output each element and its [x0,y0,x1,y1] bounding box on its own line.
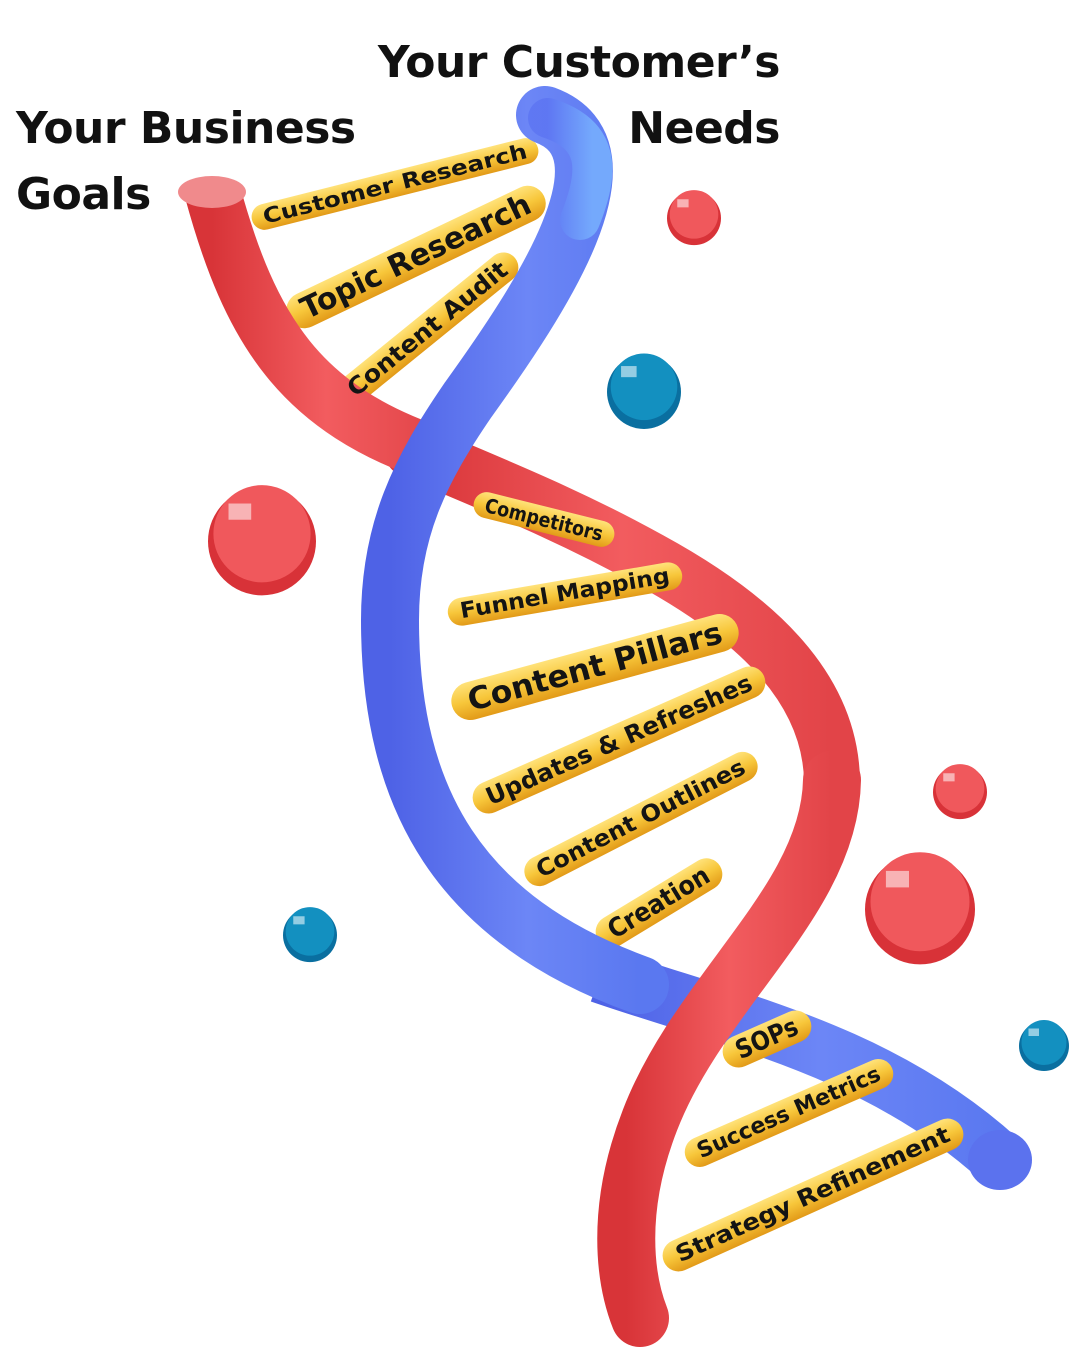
customer-needs-heading-line1: Your Customer’s [377,37,781,88]
blue-bubble-highlight [621,366,637,378]
rung-bar [595,858,723,948]
rung-bar [524,751,758,887]
customer-needs-heading: Your Customer’s Needs [340,30,781,162]
red-bubble-highlight [885,870,909,888]
blue-bubble-highlight [1028,1028,1039,1036]
blue-bubble-body [1021,1020,1067,1065]
business-goals-strand-back [384,422,860,808]
business-goals-heading-line2: Goals [16,169,151,220]
rung-bar [451,613,739,721]
rung-bar [447,562,683,626]
red-bubble-highlight [943,773,955,782]
rung-bar [662,1118,964,1272]
rung-bar [251,138,539,230]
red-bubble-highlight [228,503,252,520]
business-goals-heading: Your Business Goals [16,96,356,228]
blue-bubble-highlight [293,916,305,925]
red-bubble-highlight [677,199,689,208]
red-bubble-body [213,485,311,583]
customer-needs-heading-line2: Needs [628,103,780,154]
rung-bar [472,666,766,814]
rung-bar [286,185,546,329]
business-strand-end-cap [178,176,246,208]
red-bubble-body [669,190,719,239]
blue-bubble-body [610,353,678,421]
business-goals-strand-top [184,182,449,483]
business-goals-strand-bottom [597,751,861,1347]
blue-bubble-body [285,907,335,956]
rungs [251,138,964,1272]
customer-strand-highlight [528,98,613,240]
rung-label: Success Metrics [693,1062,884,1164]
rung-bar [722,1010,812,1068]
red-bubble-body [935,764,985,813]
business-goals-heading-line1: Your Business [16,103,356,154]
red-bubble-body [870,852,970,952]
rung-bar [336,252,519,406]
rung-label: Creation [603,861,716,946]
rung-bar [684,1059,894,1167]
decorative-bubbles [208,190,1069,1071]
rung-bar [473,492,615,547]
customer-strand-end-cap [968,1130,1032,1190]
